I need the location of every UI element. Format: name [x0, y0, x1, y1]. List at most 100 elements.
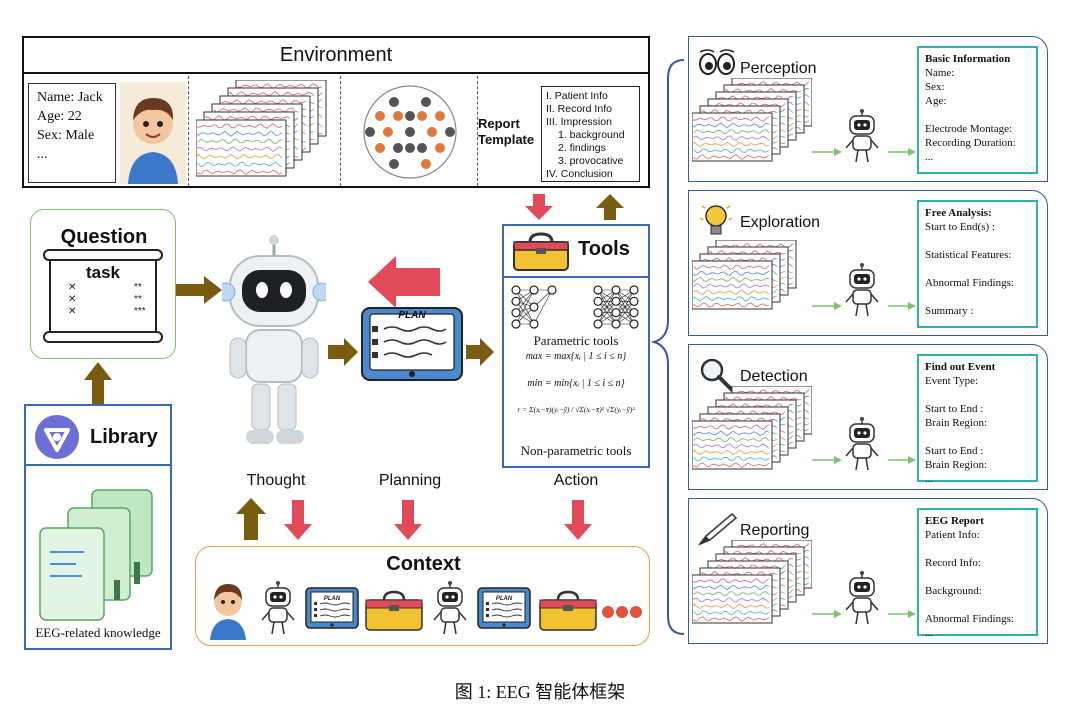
- electrode-dot: [405, 127, 415, 137]
- patient-sex: Sex: Male: [37, 128, 95, 143]
- svg-text:PLAN: PLAN: [496, 596, 513, 602]
- action-label: Action: [553, 472, 599, 489]
- arrow-tools-to-env: [596, 194, 624, 220]
- stage-title: Detection: [740, 368, 808, 385]
- library-header: [24, 404, 172, 466]
- info-line: Age:: [925, 95, 947, 107]
- info-line: [925, 290, 1030, 304]
- info-line: Name:: [925, 67, 955, 79]
- electrode-dot: [383, 127, 393, 137]
- right-brace: [650, 59, 685, 635]
- eeg-signal-stack: [692, 240, 797, 310]
- stage-title: Reporting: [740, 522, 810, 539]
- info-line: ...: [925, 151, 934, 163]
- stage-title: Exploration: [740, 214, 821, 231]
- context-title: Context: [386, 553, 461, 575]
- info-line: Abnormal Findings:: [925, 277, 1014, 289]
- template-line: I. Patient Info: [546, 90, 608, 102]
- template-line: 2. findings: [558, 142, 606, 154]
- info-line: Event Type:: [925, 375, 979, 387]
- electrode-dot: [421, 159, 431, 169]
- arrow-planning-to-context: [394, 500, 422, 540]
- planning-label: Planning: [378, 472, 442, 489]
- electrode-dot: [417, 143, 427, 153]
- nonparametric-tools-label: Non-parametric tools: [520, 443, 632, 458]
- stage-flow: [812, 109, 916, 163]
- pencil-icon: [698, 512, 738, 546]
- parametric-tools-label: Parametric tools: [533, 333, 619, 348]
- template-line: II. Record Info: [546, 103, 612, 115]
- tools-title: Tools: [578, 238, 630, 260]
- arrow-action-to-context: [564, 500, 592, 540]
- info-line: [925, 262, 1030, 276]
- arrow-library-to-question: [84, 362, 112, 404]
- electrode-dot: [435, 143, 445, 153]
- eeg-signal-stack: [692, 386, 812, 470]
- divider: [477, 76, 478, 186]
- neural-network-icon: [511, 285, 639, 329]
- info-line: Electrode Montage:: [925, 123, 1013, 135]
- info-line: Start to End :: [925, 445, 984, 457]
- question-title: Question: [60, 226, 148, 248]
- divider: [188, 76, 189, 186]
- info-line: Start to End(s) :: [925, 221, 995, 233]
- info-line: [925, 542, 1030, 556]
- info-line: Brain Region:: [925, 417, 988, 429]
- arrow-question-to-robot: [176, 276, 222, 304]
- info-line: Sex:: [925, 81, 945, 93]
- info-line: Brain Region:: [925, 459, 988, 471]
- svg-text:**: **: [134, 294, 142, 305]
- info-line: [925, 598, 1030, 612]
- electrode-dot: [405, 111, 415, 121]
- formula-max: max = max{xᵢ | 1 ≤ i ≤ n}: [525, 351, 627, 362]
- svg-text:✕: ✕: [68, 294, 76, 305]
- library-caption: EEG-related knowledge: [35, 625, 161, 640]
- stage-info-box: Free Analysis: Start to End(s) : Statistic…: [917, 200, 1038, 328]
- svg-text:***: ***: [134, 306, 146, 317]
- patient-more: ...: [37, 147, 48, 162]
- task-label: task: [85, 263, 121, 282]
- info-line: Abnormal Findings:: [925, 613, 1014, 625]
- divider: [340, 76, 341, 186]
- electrode-dot: [435, 111, 445, 121]
- info-line: [925, 108, 1030, 122]
- library-panel: [24, 404, 172, 650]
- svg-text:✕: ✕: [68, 306, 76, 317]
- plan-tablet-icon: [361, 307, 463, 381]
- figure-caption: 图 1: EEG 智能体框架: [454, 682, 626, 702]
- arrow-thought-to-context: [284, 500, 312, 540]
- info-line: Statistical Features:: [925, 249, 1012, 261]
- stage-flow: [812, 571, 916, 625]
- eeg-signal-stack: [692, 78, 812, 162]
- patient-avatar: [120, 82, 186, 184]
- electrode-dot: [427, 127, 437, 137]
- patient-name: Name: Jack: [37, 90, 103, 105]
- info-line: Background:: [925, 585, 982, 597]
- arrow-context-to-thought: [236, 498, 266, 540]
- electrode-dot: [417, 111, 427, 121]
- template-line: IV. Conclusion: [546, 168, 613, 180]
- arrow-tools-to-robot: [368, 256, 440, 308]
- info-line: [925, 570, 1030, 584]
- flow-arrows: [84, 194, 624, 540]
- info-line: Start to End :: [925, 403, 984, 415]
- info-header: Free Analysis:: [925, 207, 992, 219]
- info-line: [925, 430, 1030, 444]
- stage-flow: [812, 263, 916, 317]
- electrode-dot: [389, 159, 399, 169]
- info-header: Find out Event: [925, 361, 996, 373]
- environment-title: Environment: [24, 38, 648, 74]
- svg-text:✕: ✕: [68, 282, 76, 293]
- svg-text:PLAN: PLAN: [324, 596, 341, 602]
- info-line: Recording Duration:: [925, 137, 1016, 149]
- tools-header: [502, 224, 650, 278]
- stage-title: Perception: [740, 60, 817, 77]
- context-avatar: [210, 584, 246, 640]
- context-history-strip: PLAN PLAN: [210, 581, 642, 640]
- report-template-card: I. Patient Info II. Record Info III. Imp…: [541, 86, 640, 182]
- electrode-dot: [421, 97, 431, 107]
- electrode-dot: [405, 143, 415, 153]
